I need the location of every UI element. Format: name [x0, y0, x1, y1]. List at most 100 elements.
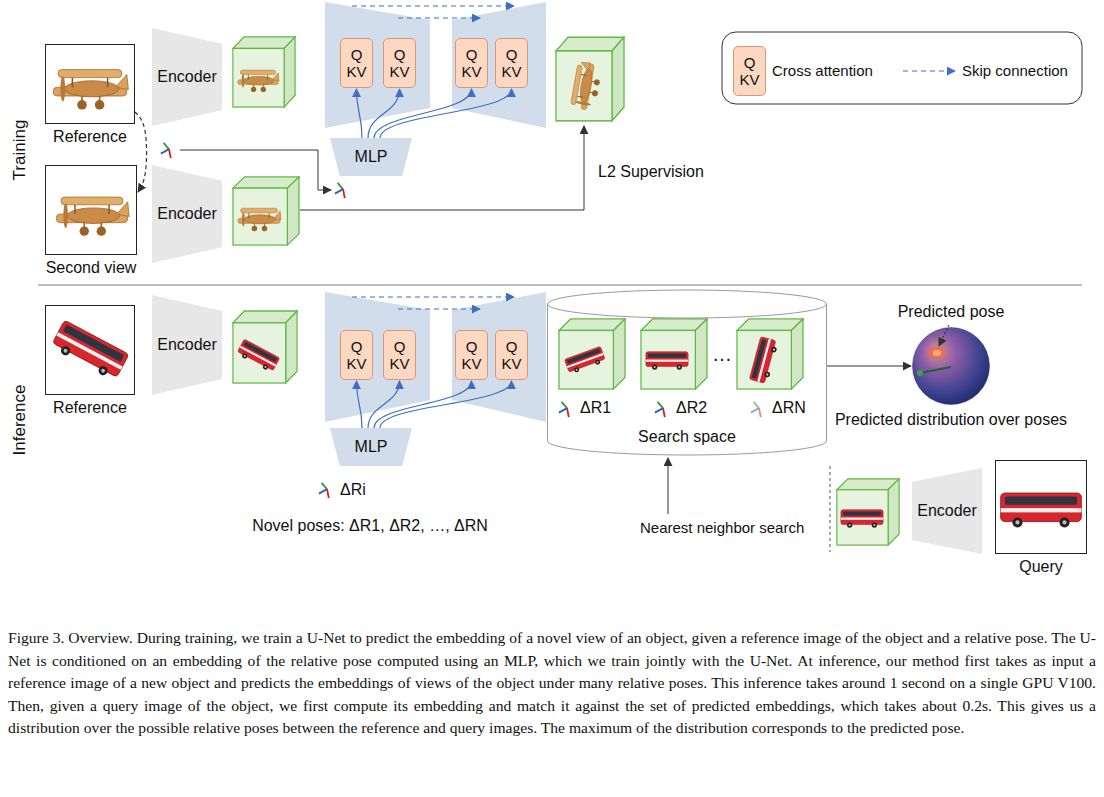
bus-image	[841, 510, 883, 528]
pose-axis	[920, 367, 951, 373]
sphere-body	[913, 328, 990, 405]
bus-image	[646, 352, 688, 370]
free-label: Training	[10, 120, 30, 181]
cylinder-top	[548, 290, 827, 318]
embedding-cube	[233, 177, 299, 245]
node-label: Encoder	[157, 336, 217, 354]
node-label: Reference	[53, 399, 127, 417]
node-label: Q KV	[461, 338, 481, 373]
label-anchor: Nearest neighbor search	[640, 519, 804, 536]
free-label: Nearest neighbor search	[640, 519, 804, 536]
trapezoid-shape	[330, 428, 412, 466]
bus-image	[564, 346, 606, 375]
cross-attention-box: Q KV	[455, 38, 488, 88]
bus-image	[749, 337, 779, 385]
label-anchor: ΔRi	[340, 481, 366, 499]
probability-peak	[928, 347, 946, 359]
legend-label: Skip connection	[962, 62, 1068, 79]
label-anchor: …	[712, 343, 732, 366]
plane-image	[56, 197, 129, 236]
predicted-cube	[556, 37, 624, 121]
trapezoid-shape	[152, 295, 222, 395]
image-frame: Second view	[45, 165, 137, 255]
embedding-cube	[641, 319, 707, 389]
connector	[357, 89, 363, 138]
label-slot: Reference	[53, 399, 127, 417]
pose-axes	[335, 183, 345, 198]
illustration-part	[570, 61, 603, 112]
free-label: ΔR2	[676, 399, 707, 417]
cross-attention-box: Q KV	[495, 330, 528, 380]
encoder-block: Encoder	[912, 468, 982, 554]
embedding-cube	[737, 319, 803, 389]
trapezoid-shape	[152, 28, 222, 126]
unet-encoder-half	[325, 292, 430, 422]
legend-entry: Skip connection	[962, 62, 1068, 79]
search-space-cylinder: Search space	[547, 290, 827, 455]
skip-connection	[398, 17, 480, 18]
free-label: Inference	[10, 385, 30, 456]
legend-sample-text: Q KV	[739, 54, 759, 89]
label-anchor: Inference	[10, 385, 30, 456]
label-slot: Predicted distribution over poses	[835, 411, 1067, 429]
pose-sphere: Predicted distribution over poses	[912, 327, 990, 405]
bus-image	[1001, 493, 1082, 527]
legend-frame	[722, 32, 1082, 104]
node-label: Q KV	[501, 338, 521, 373]
label-anchor: Predicted pose	[898, 303, 1005, 321]
connector	[374, 89, 472, 138]
node-label: Second view	[46, 259, 137, 277]
node-label: Encoder	[157, 68, 217, 86]
connector	[374, 381, 472, 428]
node-label: Encoder	[157, 205, 217, 223]
label-slot: Reference	[53, 128, 127, 146]
node-label: Query	[1019, 558, 1063, 576]
figure-caption: Figure 3. Overview. During training, we …	[8, 627, 1096, 740]
leader-line	[939, 325, 949, 346]
free-label: ΔRN	[772, 399, 806, 417]
node-label: Q KV	[346, 46, 366, 81]
connector	[357, 381, 363, 428]
pose-axes	[161, 143, 171, 158]
label-anchor: ΔR2	[676, 399, 707, 417]
label-anchor: ΔR1	[580, 399, 611, 417]
skip-connection	[398, 308, 480, 309]
label-slot: Second view	[46, 259, 137, 277]
illustration-part	[50, 320, 129, 382]
connector	[380, 381, 512, 428]
label-anchor: Novel poses: ΔR1, ΔR2, …, ΔRN	[252, 517, 488, 535]
pose-axes	[319, 483, 329, 498]
trapezoid-shape	[912, 468, 982, 554]
node-label: Q KV	[501, 46, 521, 81]
label-anchor: L2 Supervision	[598, 163, 704, 181]
free-label: ΔR1	[580, 399, 611, 417]
encoder-block: Encoder	[152, 165, 222, 263]
encoder-block: Encoder	[152, 295, 222, 395]
free-label: Novel poses: ΔR1, ΔR2, …, ΔRN	[252, 517, 488, 535]
node-label: Q KV	[346, 338, 366, 373]
cross-attention-box: Q KV	[340, 330, 373, 380]
embedding-cube	[837, 479, 899, 545]
plane-image	[570, 61, 603, 112]
encoder-block: Encoder	[152, 28, 222, 126]
plane-image	[238, 208, 281, 231]
node-label: MLP	[355, 438, 388, 456]
label-anchor: ΔRN	[772, 399, 806, 417]
bus-image	[50, 320, 129, 382]
embedding-cube	[233, 37, 295, 107]
node-label: Search space	[638, 428, 736, 446]
free-label: …	[712, 343, 732, 366]
embedding-cube	[559, 319, 625, 389]
unet-encoder-half	[325, 2, 430, 128]
image-frame: Reference	[45, 305, 135, 395]
node-outline	[912, 327, 990, 405]
node-label: Q KV	[389, 338, 409, 373]
illustration-part	[749, 337, 779, 385]
pose-axes	[655, 402, 665, 417]
label-slot: Query	[1019, 558, 1063, 576]
plane-image	[238, 70, 279, 92]
illustration-part	[564, 346, 606, 375]
bus-image	[236, 339, 280, 373]
cross-attention-box: Q KV	[383, 330, 416, 380]
